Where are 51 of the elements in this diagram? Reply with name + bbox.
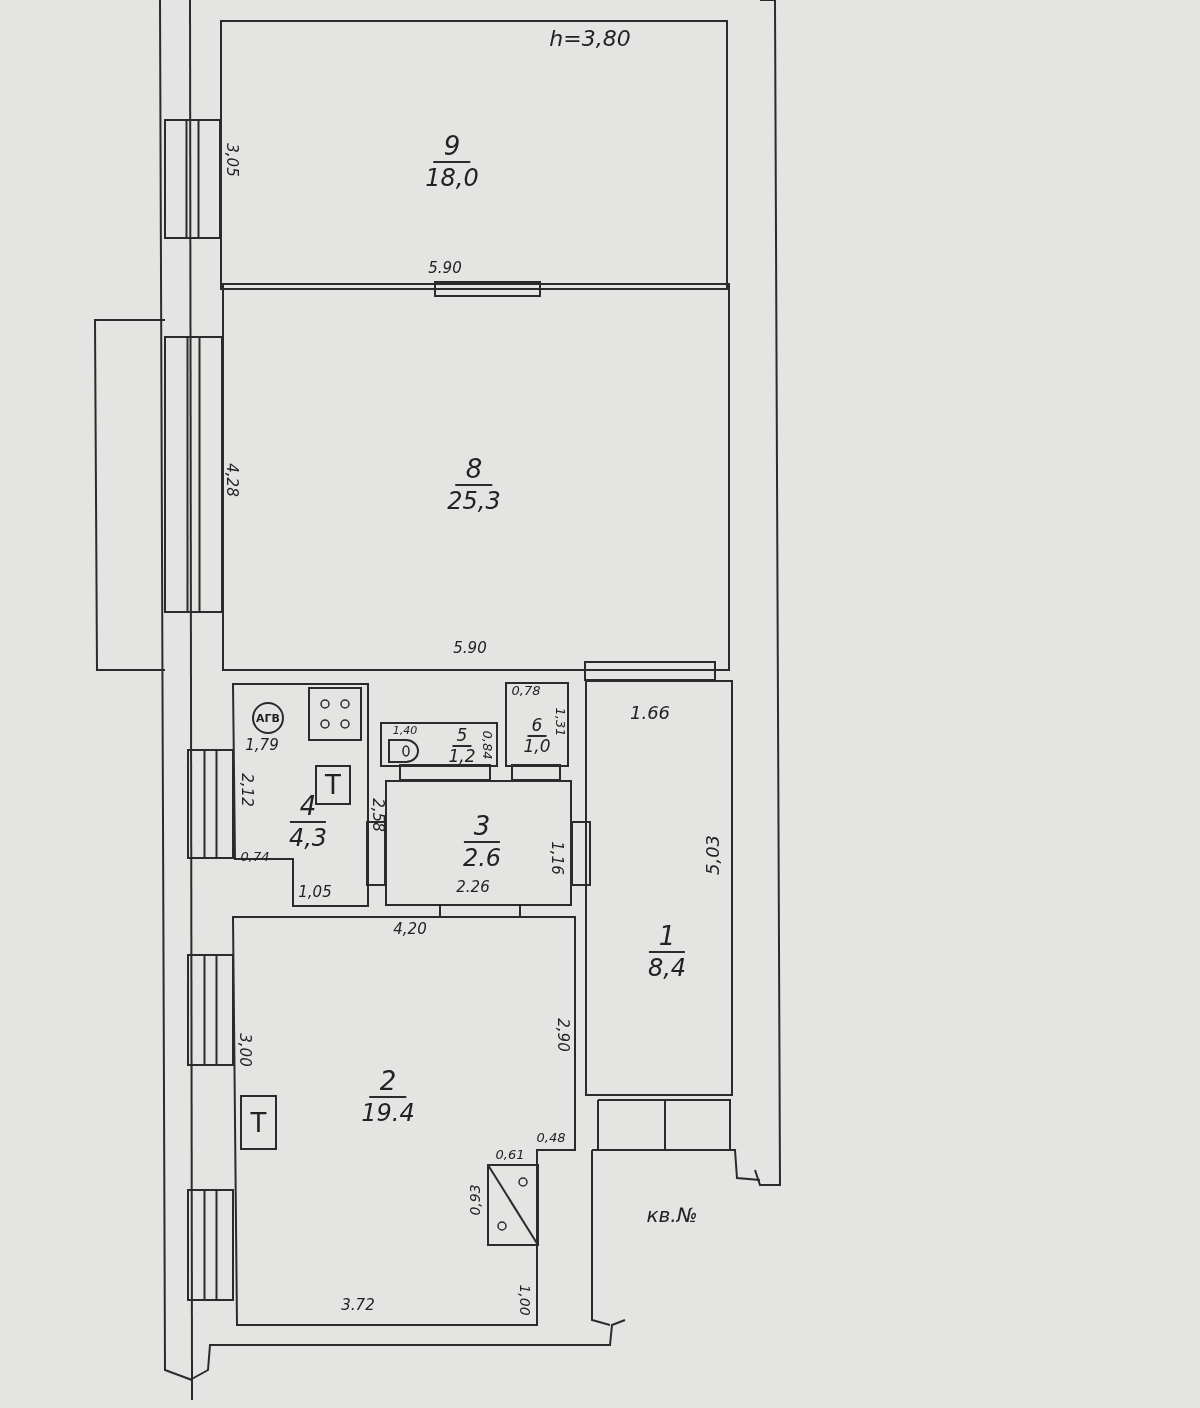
room-outline: [222, 283, 730, 671]
room-outline: [380, 722, 498, 767]
dimension-label: 0,84: [479, 730, 495, 760]
room-outline: [585, 680, 733, 1096]
room-area: 1,0: [519, 737, 555, 756]
dimension-label: 2,90: [554, 1018, 572, 1052]
dimension-label: 4,20: [393, 920, 427, 938]
dimension-label: 1.66: [629, 701, 671, 723]
boiler-symbol-circle: АГВ: [252, 702, 284, 734]
radiator-symbol-box: Т: [315, 765, 351, 805]
room-number: 6: [527, 716, 547, 737]
room-number: 5: [452, 726, 472, 747]
room-area: 1,2: [444, 747, 480, 766]
dimension-label: 1,31: [552, 707, 568, 737]
dimension-label: 5.90: [428, 259, 462, 277]
dimension-label: 0,61: [495, 1146, 525, 1162]
dimension-label: 5,03: [701, 834, 723, 876]
room-number: 2: [369, 1066, 407, 1098]
dimension-label: 5.90: [453, 639, 487, 657]
room-outline: [505, 682, 569, 767]
dimension-label: 1,16: [548, 841, 566, 875]
radiator-symbol-box: Т: [240, 1095, 277, 1150]
dimension-label: 1,05: [298, 883, 332, 901]
room-area: 19.4: [361, 1098, 415, 1128]
room-area: 25,3: [447, 486, 501, 516]
room-area: 8,4: [647, 953, 687, 983]
room-number: 4: [289, 791, 327, 823]
apartment-number-label: кв.№: [646, 1203, 698, 1227]
dimension-label: 0,78: [511, 682, 541, 698]
dimension-label: 1,79: [245, 736, 279, 754]
dimension-label: 2,12: [238, 773, 256, 807]
dimension-label: 1,40: [392, 723, 418, 737]
room-number: 8: [455, 454, 493, 486]
dimension-label: 3,05: [223, 143, 241, 177]
room-area: 18,0: [425, 163, 479, 193]
room-outline: [220, 20, 728, 290]
room-outline: [385, 780, 572, 906]
dimension-label: 2,58: [369, 798, 387, 832]
room-area: 4,3: [288, 823, 328, 853]
dimension-label: 3.72: [341, 1296, 375, 1314]
dimension-label: 4,28: [223, 463, 241, 497]
room-number: 3: [463, 811, 501, 843]
dimension-label: 3,00: [236, 1033, 254, 1067]
dimension-label: 0,93: [467, 1184, 483, 1216]
dimension-label: 1,00: [517, 1284, 533, 1316]
ceiling-height-label: h=3,80: [549, 25, 631, 51]
room-number: 1: [648, 921, 686, 953]
dimension-label: 0,48: [536, 1129, 566, 1145]
room-area: 2.6: [462, 843, 502, 873]
room-number: 9: [433, 131, 471, 163]
dimension-label: 2.26: [456, 878, 490, 896]
